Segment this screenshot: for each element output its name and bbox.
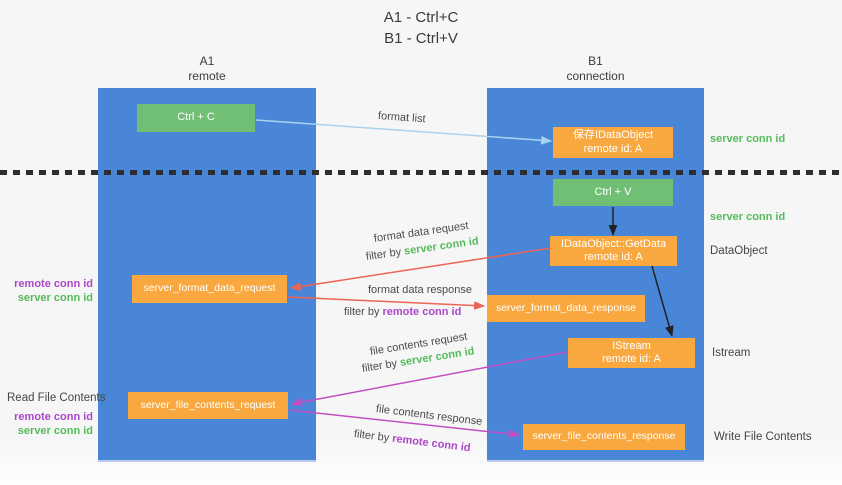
node-server-file-contents-response-label: server_file_contents_response	[532, 430, 676, 443]
node-server-file-contents-response: server_file_contents_response	[523, 424, 685, 450]
title-line-1: A1 - Ctrl+C	[383, 9, 459, 26]
session-separator-dashed-line	[0, 170, 842, 175]
node-istream: IStream remote id: A	[568, 338, 695, 368]
label-dataobject: DataObject	[710, 245, 768, 257]
label-server-conn-id-right-1: server conn id	[710, 133, 786, 145]
label-istream: Istream	[712, 347, 751, 359]
node-save-idataobject: 保存IDataObject remote id: A	[553, 127, 673, 158]
lane-header-a1: A1 remote	[98, 54, 316, 84]
node-ctrl-v: Ctrl + V	[553, 179, 673, 206]
node-server-file-contents-request-label: server_file_contents_request	[140, 398, 276, 411]
node-save-idataobject-line1: 保存IDataObject	[572, 129, 654, 141]
label-read-file-contents: Read File Contents	[7, 392, 106, 404]
label-conn-ids-left-2: remote conn id server conn id	[0, 410, 93, 438]
label-server-conn-id-left-2: server conn id	[17, 425, 93, 437]
title-line-2: B1 - Ctrl+V	[384, 30, 458, 47]
lane-a1-role: remote	[188, 69, 226, 83]
node-server-format-data-request: server_format_data_request	[132, 275, 287, 303]
lane-header-b1: B1 connection	[487, 54, 704, 84]
node-istream-line1: IStream	[612, 339, 651, 352]
node-server-format-data-response-label: server_format_data_response	[495, 301, 637, 314]
node-save-idataobject-line2: remote id: A	[583, 142, 643, 155]
node-idataobject-getdata: IDataObject::GetData remote id: A	[550, 236, 677, 266]
lane-a1-name: A1	[199, 54, 215, 68]
node-server-file-contents-request: server_file_contents_request	[128, 392, 288, 419]
label-format-list: format list	[377, 110, 426, 126]
filter-by-text: filter by	[365, 246, 402, 263]
filter-by-text: filter by	[344, 306, 380, 318]
remote-conn-id-text: remote conn id	[391, 432, 472, 455]
node-ctrl-c: Ctrl + C	[137, 104, 255, 132]
label-remote-conn-id-left-1: remote conn id	[14, 278, 93, 290]
lane-b1-role: connection	[566, 69, 625, 83]
filter-by-text: filter by	[361, 357, 398, 375]
label-server-conn-id-right-2: server conn id	[710, 211, 786, 223]
arrow-format-data-response	[287, 296, 486, 310]
node-server-format-data-response: server_format_data_response	[487, 295, 645, 322]
node-server-format-data-request-label: server_format_data_request	[143, 282, 276, 295]
node-ctrl-c-label: Ctrl + C	[177, 111, 215, 124]
lane-b1-name: B1	[588, 54, 603, 68]
label-server-conn-id-left-1: server conn id	[17, 292, 93, 304]
node-ctrl-v-label: Ctrl + V	[594, 185, 632, 198]
label-file-contents-response: file contents response	[375, 403, 483, 428]
diagram-title: A1 - Ctrl+C B1 - Ctrl+V	[0, 7, 842, 49]
node-getdata-line1: IDataObject::GetData	[560, 237, 667, 250]
label-write-file-contents: Write File Contents	[714, 431, 812, 443]
node-istream-line2: remote id: A	[602, 353, 661, 365]
node-getdata-line2: remote id: A	[584, 251, 643, 263]
remote-conn-id-text: remote conn id	[382, 306, 462, 318]
filter-by-text: filter by	[353, 428, 390, 445]
label-format-data-response: format data response	[368, 284, 472, 296]
label-remote-conn-id-left-2: remote conn id	[14, 411, 93, 423]
label-conn-ids-left-1: remote conn id server conn id	[0, 277, 93, 305]
